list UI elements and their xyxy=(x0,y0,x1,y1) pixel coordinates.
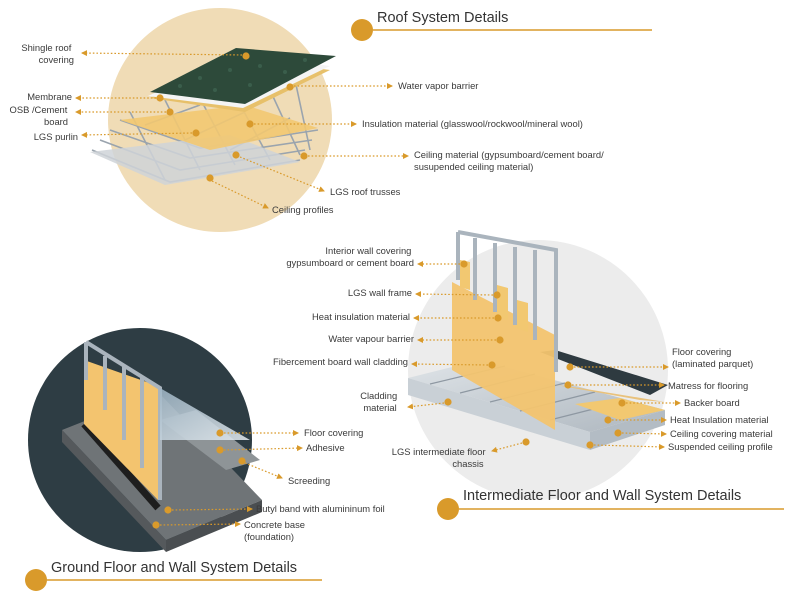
label-marker-icon xyxy=(152,521,160,529)
section-bullet-icon xyxy=(437,498,459,520)
label-marker-icon xyxy=(166,108,174,116)
wall-frame xyxy=(456,230,558,372)
roof-label-shingle: Shingle roof covering xyxy=(21,42,74,65)
ground-wall-panel xyxy=(84,360,158,500)
intermediate-title: Intermediate Floor and Wall System Detai… xyxy=(463,488,741,504)
int-label-wall-frame: LGS wall frame xyxy=(348,287,412,298)
label-marker-icon xyxy=(246,120,254,128)
label-marker-icon xyxy=(586,441,594,449)
roof-label-membrane: Membrane xyxy=(27,91,72,102)
floor-chassis-side xyxy=(590,410,665,450)
label-marker-icon xyxy=(216,446,224,454)
wall-cladding-panel xyxy=(452,282,555,430)
section-bullet-icon xyxy=(25,569,47,591)
roof-label-trusses: LGS roof trusses xyxy=(330,186,401,197)
label-marker-icon xyxy=(242,52,250,60)
ground-label-butyl: Butyl band with alumininum foil xyxy=(256,503,385,514)
label-marker-icon xyxy=(618,399,626,407)
ground-label-screeding: Screeding xyxy=(288,475,330,486)
roof-label-insulation: Insulation material (glasswool/rockwool/… xyxy=(362,118,583,129)
int-label-floor-covering: Floor covering (laminated parquet) xyxy=(672,346,753,369)
roof-leaders xyxy=(75,50,409,209)
int-label-ceiling-covering: Ceiling covering material xyxy=(670,428,773,439)
wall-insulation-strips xyxy=(460,260,470,290)
roof-label-vapor: Water vapor barrier xyxy=(398,80,478,91)
butyl-band xyxy=(81,421,161,511)
ground-label-concrete: Concrete base (foundation) xyxy=(244,519,308,542)
label-marker-icon xyxy=(564,381,572,389)
ground-section: Ground Floor and Wall System Details Flo… xyxy=(25,328,385,591)
label-marker-icon xyxy=(460,260,468,268)
ground-glass-panel xyxy=(160,388,250,440)
label-marker-icon xyxy=(566,363,574,371)
label-marker-icon xyxy=(494,314,502,322)
floor-covering-layer xyxy=(540,350,668,395)
int-label-fibercement: Fibercement board wall cladding xyxy=(273,356,408,367)
int-label-vapour-barrier: Water vapour barrier xyxy=(328,333,414,344)
concrete-base-front xyxy=(62,430,166,552)
label-marker-icon xyxy=(300,152,308,160)
concrete-base-side xyxy=(166,500,262,552)
floor-insulation-layer xyxy=(575,398,665,420)
roof-label-profiles: Ceiling profiles xyxy=(272,204,334,215)
roof-label-osb: OSB /Cement board xyxy=(10,104,70,127)
section-bullet-icon xyxy=(351,19,373,41)
floor-matress-layer xyxy=(556,385,665,402)
label-marker-icon xyxy=(232,151,240,159)
int-label-matress: Matress for flooring xyxy=(668,380,748,391)
roof-shingle xyxy=(150,48,336,104)
label-marker-icon xyxy=(206,174,214,182)
label-marker-icon xyxy=(192,129,200,137)
int-label-heat-insulation: Heat insulation material xyxy=(312,311,410,322)
label-marker-icon xyxy=(493,291,501,299)
ground-title: Ground Floor and Wall System Details xyxy=(51,560,297,576)
int-label-interior-wall: Interior wall covering gypsumboard or ce… xyxy=(286,245,414,268)
ground-label-floor-covering: Floor covering xyxy=(304,427,363,438)
label-marker-icon xyxy=(286,83,294,91)
int-label-suspended-profile: Suspended ceiling profile xyxy=(668,441,773,452)
label-marker-icon xyxy=(164,506,172,514)
label-marker-icon xyxy=(444,398,452,406)
label-marker-icon xyxy=(238,457,246,465)
label-marker-icon xyxy=(614,429,622,437)
int-label-heat-insulation-right: Heat Insulation material xyxy=(670,414,769,425)
roof-section: Roof System Details Shingle roof xyxy=(10,8,652,232)
label-marker-icon xyxy=(522,438,530,446)
roof-label-purlin: LGS purlin xyxy=(34,131,78,142)
roof-title: Roof System Details xyxy=(377,10,508,26)
label-marker-icon xyxy=(488,361,496,369)
roof-label-ceiling-material: Ceiling material (gypsumboard/cement boa… xyxy=(414,149,606,172)
int-label-backer: Backer board xyxy=(684,397,740,408)
label-marker-icon xyxy=(216,429,224,437)
int-label-floor-chassis: LGS intermediate floor chassis xyxy=(392,446,488,469)
ground-leaders xyxy=(152,429,303,529)
label-marker-icon xyxy=(604,416,612,424)
ground-label-adhesive: Adhesive xyxy=(306,442,345,453)
roof-insulation-layer xyxy=(120,105,318,150)
label-marker-icon xyxy=(156,94,164,102)
intermediate-section: Intermediate Floor and Wall System Detai… xyxy=(273,230,784,520)
roof-ceiling-board xyxy=(90,135,300,185)
floor-chassis-front xyxy=(408,378,590,450)
label-marker-icon xyxy=(496,336,504,344)
intermediate-leaders xyxy=(407,260,681,453)
int-label-cladding: Cladding material xyxy=(360,390,400,413)
